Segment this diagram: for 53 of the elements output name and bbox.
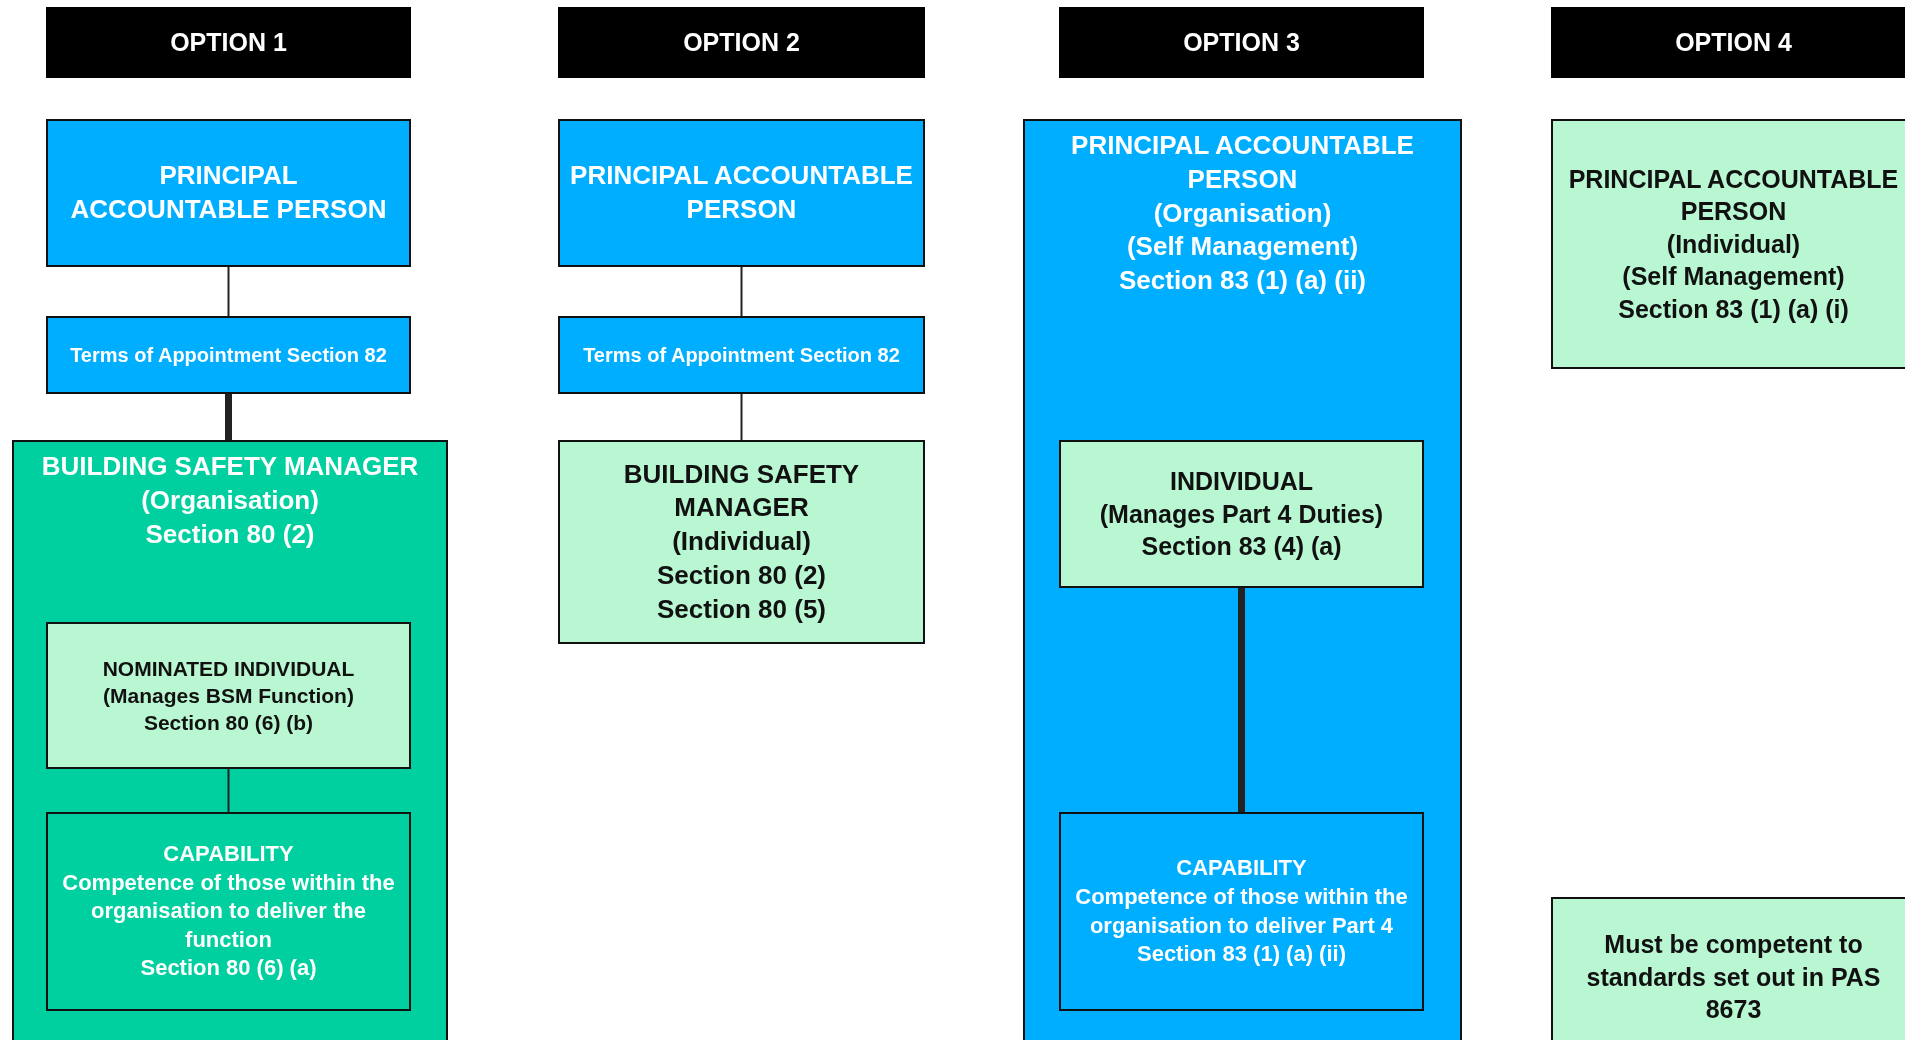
org-box [46,622,411,769]
org-box [558,119,925,267]
box-heading: INDIVIDUAL [1169,466,1314,498]
org-box [1551,119,1905,369]
org-box [46,119,411,267]
org-box [12,440,448,1040]
header-bar [1551,7,1905,78]
box-heading: PRINCIPAL ACCOUNTABLE PERSON [69,159,388,226]
box-heading: PRINCIPAL ACCOUNTABLE PERSON [570,159,913,226]
header-bar [1059,7,1424,78]
box-text: Competence of those within the organisation to deliver the function [61,868,396,954]
header-bar [46,7,411,78]
box-heading: BUILDING SAFETY MANAGER [622,457,861,525]
box-heading: OPTION 4 [1675,27,1792,59]
box-heading: Terms of Appointment Section 82 [583,343,900,368]
org-box [558,316,925,394]
box-text: Section 83 (1) (a) (ii) [1118,264,1366,298]
org-box [1059,440,1424,588]
box-text: Section 80 (5) [656,592,827,626]
box-heading: PRINCIPAL ACCOUNTABLE PERSON [1567,163,1900,228]
org-box [46,316,411,394]
box-heading: NOMINATED INDIVIDUAL [102,655,355,682]
box-text: (Organisation) [1153,196,1332,230]
box-text: Section 80 (2) [656,558,827,592]
box-heading: CAPABILITY [1176,854,1307,883]
box-text: (Organisation) [141,483,319,517]
box-text: (Manages BSM Function) [103,682,354,709]
box-heading: PRINCIPAL ACCOUNTABLE PERSON [1070,129,1415,196]
box-text: Competence of those within the organisation to deliver Part 4 [1074,882,1409,940]
box-heading: OPTION 2 [683,27,800,59]
box-heading: CAPABILITY [163,840,294,868]
box-heading: OPTION 1 [170,27,287,59]
org-box [1551,897,1905,1040]
box-text: (Self Management) [1622,261,1845,293]
org-box [1023,119,1462,1040]
box-text: (Individual) [1666,228,1801,260]
box-heading: Terms of Appointment Section 82 [70,343,387,368]
org-box [46,812,411,1011]
box-heading: Must be competent to standards set out in PAS 8673 [1585,929,1882,1026]
box-text: Section 80 (6) (b) [143,710,314,737]
box-text: (Self Management) [1126,230,1359,264]
box-text: (Manages Part 4 Duties) [1099,498,1384,530]
box-text: (Individual) [672,525,811,559]
box-heading: BUILDING SAFETY MANAGER [41,450,419,483]
box-text: Section 83 (1) (a) (ii) [1136,940,1346,969]
org-box [1059,812,1424,1011]
box-text: Section 80 (6) (a) [140,954,317,983]
box-text: Section 80 (2) [145,517,315,551]
org-box [558,440,925,644]
box-heading: OPTION 3 [1183,27,1300,59]
header-bar [558,7,925,78]
box-text: Section 83 (4) (a) [1141,531,1342,563]
box-text: Section 83 (1) (a) (i) [1618,293,1849,325]
